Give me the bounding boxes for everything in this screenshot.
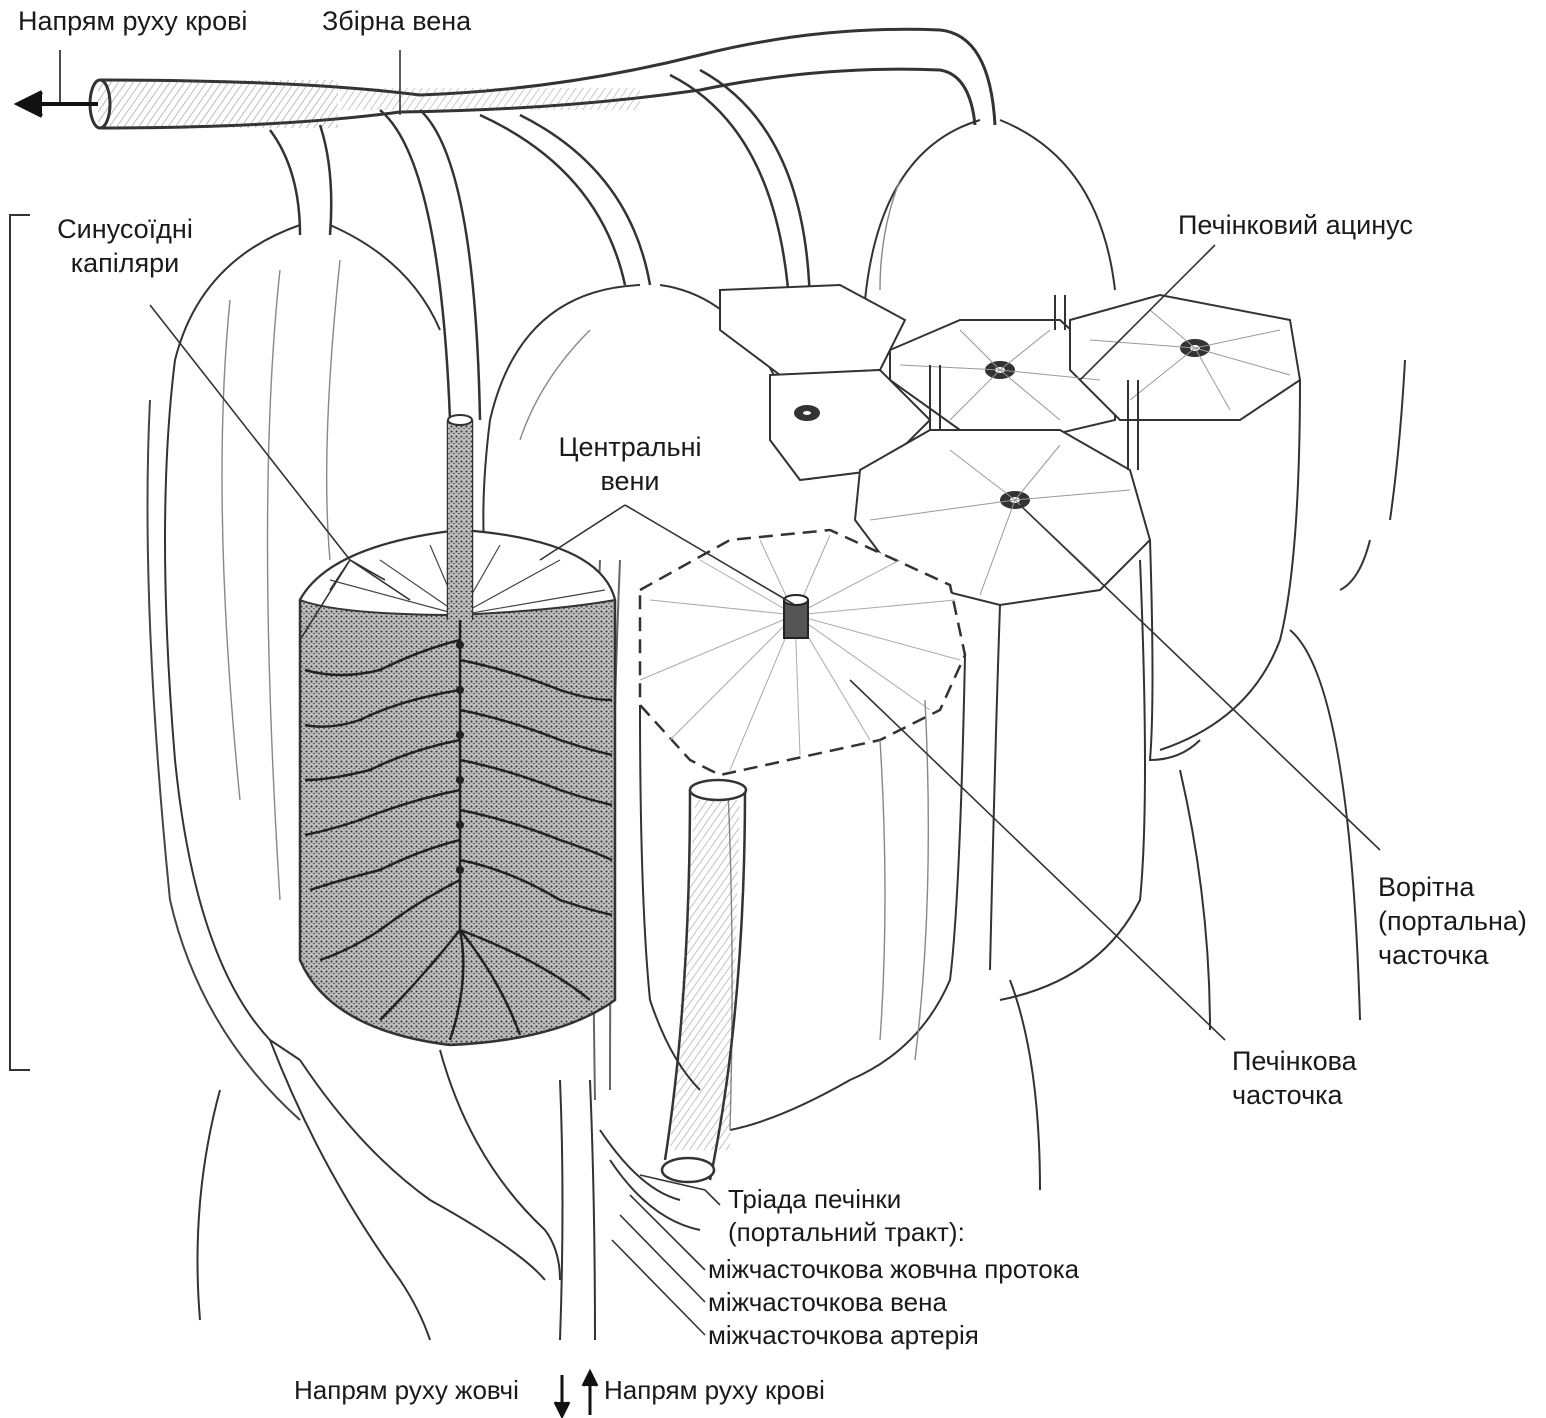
label-interlobular-artery: міжчасточкова артерія <box>708 1319 979 1352</box>
lobule-bracket <box>10 215 30 1070</box>
label-portal-line2: (портальна) <box>1378 904 1527 938</box>
label-central-line1: Центральні <box>545 430 715 464</box>
label-hepatic-lobule-line2: часточка <box>1232 1078 1357 1112</box>
label-blood-flow-top: Напрям руху крові <box>18 4 247 38</box>
label-collecting-vein: Збірна вена <box>322 4 471 38</box>
label-sinusoid-line2: капіляри <box>40 246 210 280</box>
blood-flow-arrow-top <box>18 50 98 116</box>
label-triad: Тріада печінки (портальний тракт): <box>728 1183 965 1249</box>
label-bile-duct: міжчасточкова жовчна протока <box>708 1253 1079 1286</box>
label-central-line2: вени <box>545 464 715 498</box>
lower-vessels <box>270 1040 700 1340</box>
label-triad-line1: Тріада печінки <box>728 1183 965 1216</box>
label-portal-line1: Ворітна <box>1378 870 1527 904</box>
label-hepatic-acinus: Печінковий ацинус <box>1178 208 1413 242</box>
label-portal-lobule: Ворітна (портальна) часточка <box>1378 870 1527 972</box>
label-portal-line3: часточка <box>1378 938 1527 972</box>
label-sinusoid-capillaries: Синусоїдні капіляри <box>40 212 210 280</box>
blood-flow-arrow-bottom <box>583 1372 597 1415</box>
right-dome-lobule <box>865 120 1115 300</box>
label-triad-line2: (портальний тракт): <box>728 1216 965 1249</box>
label-sinusoid-line1: Синусоїдні <box>40 212 210 246</box>
label-bile-flow: Напрям руху жовчі <box>294 1374 519 1407</box>
central-vein-column <box>448 415 472 620</box>
label-hepatic-lobule: Печінкова часточка <box>1232 1044 1357 1112</box>
triad-tube <box>662 780 746 1182</box>
bile-flow-arrow <box>555 1375 569 1416</box>
collecting-vein <box>90 29 995 128</box>
vein-branches <box>270 70 810 420</box>
label-hepatic-lobule-line1: Печінкова <box>1232 1044 1357 1078</box>
label-blood-flow-bottom: Напрям руху крові <box>604 1374 825 1407</box>
label-interlobular-vein: міжчасточкова вена <box>708 1286 947 1319</box>
label-central-veins: Центральні вени <box>545 430 715 498</box>
